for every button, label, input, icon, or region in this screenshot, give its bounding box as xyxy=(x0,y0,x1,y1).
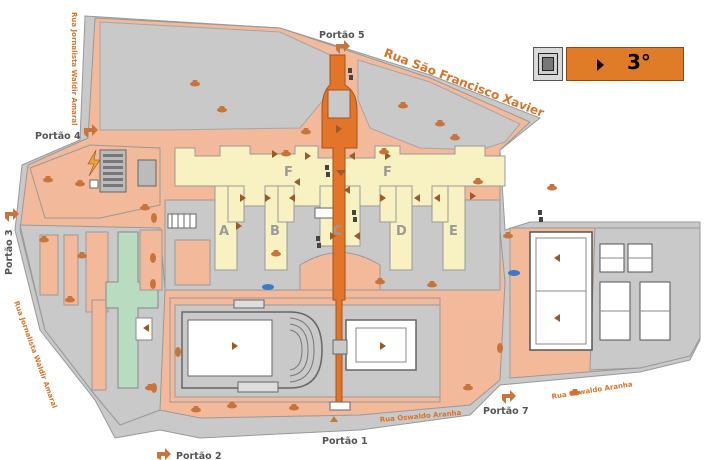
gate-4-label[interactable]: Portão 4 xyxy=(35,131,81,142)
gate-7-label[interactable]: Portão 7 xyxy=(483,406,529,417)
green-building xyxy=(105,231,159,389)
gate-5-label[interactable]: Portão 5 xyxy=(319,30,365,41)
marker-arrows xyxy=(143,125,560,350)
floor-box-icon xyxy=(538,53,558,75)
block-a-label: A xyxy=(219,224,229,239)
play-arrow-icon xyxy=(597,59,604,71)
block-b-label: B xyxy=(270,224,280,239)
gate-1-label[interactable]: Portão 1 xyxy=(322,436,368,447)
street-jornalista-label: Rua Jornalista Waldir Amaral xyxy=(70,12,78,125)
parking-north xyxy=(99,21,331,131)
stairs-icon xyxy=(316,68,543,248)
floor-next-button[interactable]: 3° xyxy=(566,47,684,81)
floor-toggle-button[interactable] xyxy=(533,47,563,81)
lightning-icon xyxy=(87,149,101,177)
block-c-label: C xyxy=(333,224,343,239)
street-oswaldo-label-2: Rua Oswaldo Aranha xyxy=(551,380,633,401)
blue-car-icon xyxy=(262,270,520,290)
gate-3-label[interactable]: Portão 3 xyxy=(4,229,15,275)
block-f-label-2: F xyxy=(383,165,392,180)
block-f-label-1: F xyxy=(284,165,293,180)
block-d-label: D xyxy=(396,224,407,239)
gate-2-label[interactable]: Portão 2 xyxy=(176,451,222,460)
gate-arrow-icon xyxy=(5,40,516,460)
block-e-label: E xyxy=(449,224,458,239)
floor-selector: 3° xyxy=(531,45,685,83)
floor-value: 3° xyxy=(627,50,651,74)
